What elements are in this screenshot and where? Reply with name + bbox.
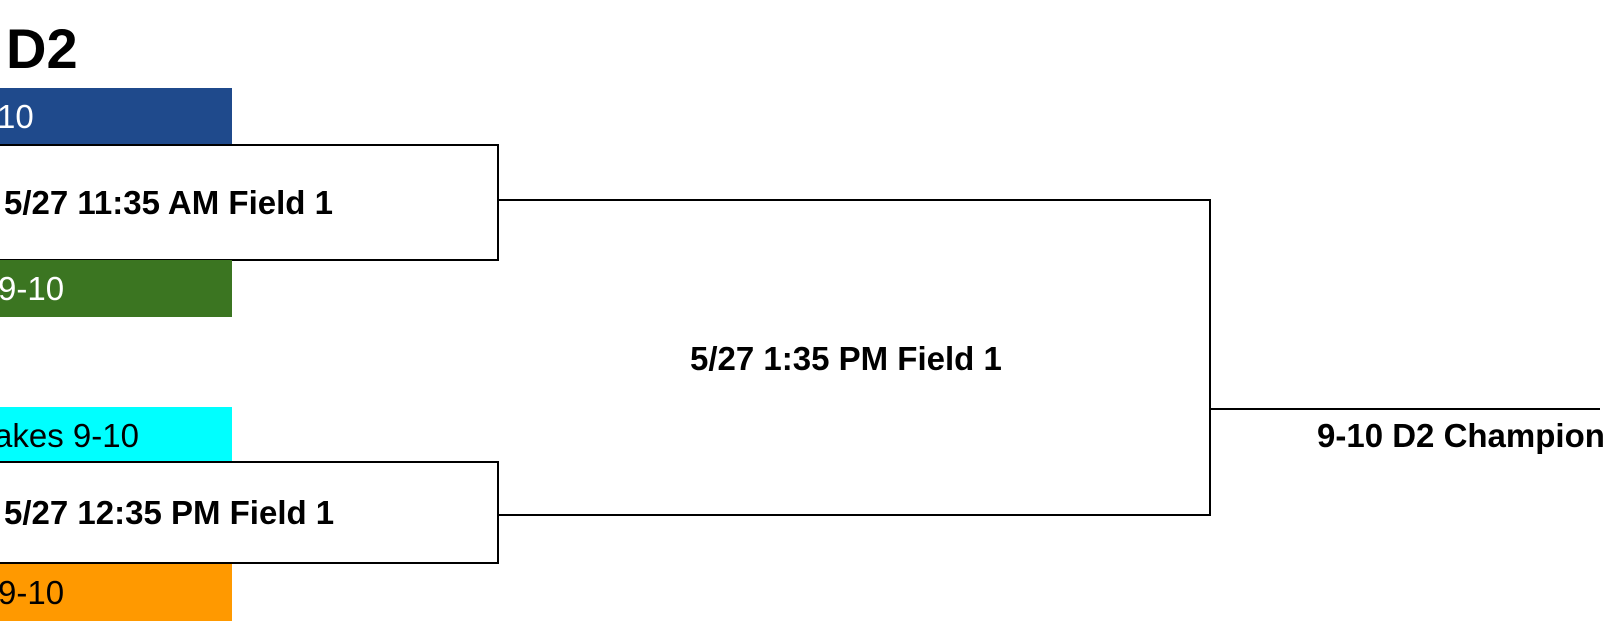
game-box-2: 5/27 12:35 PM Field 1 <box>0 461 499 564</box>
team-slot-1: -10 <box>0 88 232 145</box>
game-1-label: 5/27 11:35 AM Field 1 <box>4 183 333 221</box>
team-slot-2: 9-10 <box>0 260 232 317</box>
team-slot-2-label: 9-10 <box>0 270 65 307</box>
bracket-title: D2 <box>6 17 78 80</box>
connector-semifinal-vertical <box>1209 199 1211 516</box>
team-slot-4: 9-10 <box>0 564 232 621</box>
team-slot-4-label: 9-10 <box>0 574 65 611</box>
team-slot-3-label: akes 9-10 <box>0 417 139 454</box>
champion-label: 9-10 D2 Champion <box>1317 417 1605 454</box>
game-box-1: 5/27 11:35 AM Field 1 <box>0 144 499 261</box>
connector-final-horizontal <box>1209 408 1600 410</box>
final-game-label: 5/27 1:35 PM Field 1 <box>690 340 1002 377</box>
connector-game1-horizontal <box>499 199 1211 201</box>
team-slot-3: akes 9-10 <box>0 407 232 464</box>
connector-game2-horizontal <box>499 514 1211 516</box>
game-2-label: 5/27 12:35 PM Field 1 <box>4 493 335 531</box>
team-slot-1-label: -10 <box>0 98 34 135</box>
